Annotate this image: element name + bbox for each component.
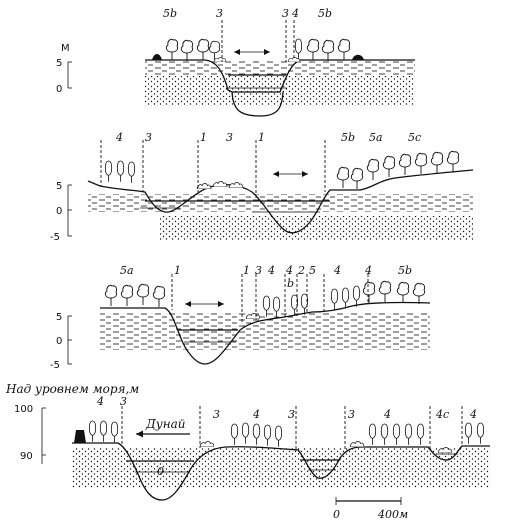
profile-4-label-4c: 4c [435,408,449,421]
profile-2-ground [87,169,474,234]
profile-3-axis: 5 0 -5 [50,312,72,371]
profile-1-label-3-right: 3 [282,7,289,20]
profile-1-label-5b-left: 5b [163,7,177,20]
profile-2-tick-0: 0 [56,206,62,217]
profile-3-sub-label-b: b [287,277,294,290]
profile-1-tick-5: 5 [56,58,62,69]
profile-3-label-1-left: 1 [174,264,181,277]
profile-2-tick-minus5: -5 [50,232,60,243]
profile-3-label-2: 2 [297,264,305,277]
profile-4-label-4-d: 4 [469,408,477,421]
profile-4-label-3-a: 3 [120,395,127,408]
profile-4-label-3-d: 3 [348,408,355,421]
profile-4-tick-100: 100 [14,404,33,415]
profile-4-axis-title: Над уровнем моря,м [5,382,139,396]
profile-1-channel [231,91,284,117]
profile-4: Дунай 0 4 3 3 4 3 3 4 4c 4 Над уровнем м… [5,382,490,501]
profile-1-label-4: 4 [291,7,299,20]
profile-1: 5b 3 3 4 5b M 5 0 [56,7,415,117]
profile-4-label-3-c: 3 [288,408,295,421]
profile-2-label-4: 4 [115,131,123,144]
profile-3: 5a 1 1 3 4 4 2 5 4 4 5b b 5 0 -5 [50,264,431,371]
profile-2-label-5c: 5c [408,131,421,144]
water-level-label: 0 [157,465,164,478]
profile-3-label-4-c: 4 [333,264,341,277]
profile-4-label-4-b: 4 [252,408,260,421]
profile-2-label-3-mid: 3 [226,131,233,144]
profile-4-axis: Над уровнем моря,м 100 90 [5,382,139,464]
profile-2-axis: 5 0 -5 [50,181,72,243]
profile-3-label-4-a: 4 [267,264,275,277]
profile-1-axis-unit: M [61,43,70,54]
profile-2: 4 3 1 3 1 5b 5a 5c 5 0 -5 [50,131,474,243]
profile-4-tick-90: 90 [20,451,33,462]
profile-4-ground [72,442,490,501]
profile-3-tick-0: 0 [56,336,62,347]
scale-bar: 0 400м [333,497,408,521]
scale-bar-start: 0 [333,508,340,521]
profile-3-label-3: 3 [255,264,262,277]
scale-bar-end: 400м [377,508,408,521]
profile-1-axis: M 5 0 [56,43,72,95]
profile-3-label-1-right: 1 [243,264,250,277]
profile-3-tick-5: 5 [56,312,62,323]
profile-2-label-1-left: 1 [200,131,207,144]
profile-3-ground [100,301,431,365]
profile-1-label-5b-right: 5b [318,7,332,20]
profile-2-label-5b: 5b [341,131,355,144]
profile-2-tick-5: 5 [56,181,62,192]
profile-3-label-4-d: 4 [364,264,372,277]
profile-4-label-4-c: 4 [383,408,391,421]
river-name-label: Дунай [145,417,186,431]
profile-3-label-4-b: 4 [285,264,293,277]
profile-3-label-5: 5 [309,264,316,277]
profile-2-label-5a: 5a [369,131,383,144]
profile-4-label-4-a: 4 [96,395,104,408]
profile-2-label-3-left: 3 [145,131,152,144]
profile-3-label-5a: 5a [120,264,134,277]
profile-2-label-1-right: 1 [258,131,265,144]
profile-1-label-3-left: 3 [216,7,223,20]
profile-4-label-3-b: 3 [213,408,220,421]
profile-1-tick-0: 0 [56,84,62,95]
profile-3-label-5b: 5b [398,264,412,277]
profile-3-tick-minus5: -5 [50,360,60,371]
